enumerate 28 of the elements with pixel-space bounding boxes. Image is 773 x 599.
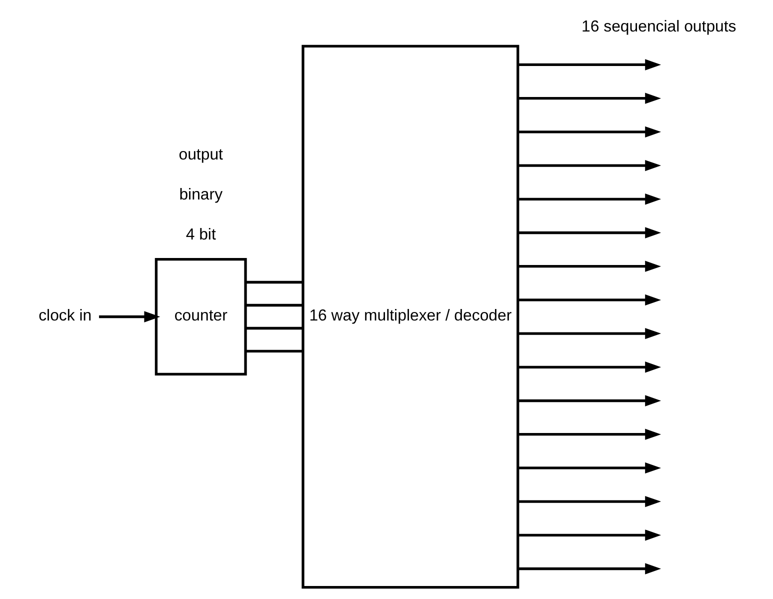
arrow — [517, 59, 661, 70]
arrow — [517, 395, 661, 406]
arrow — [98, 311, 160, 322]
arrow — [517, 428, 661, 440]
arrow — [517, 530, 661, 541]
arrow — [517, 328, 661, 340]
arrow — [517, 126, 661, 138]
arrow — [517, 92, 661, 104]
label: output — [178, 146, 222, 164]
arrow — [517, 294, 661, 306]
arrow — [517, 194, 661, 205]
arrow — [517, 160, 661, 172]
arrow — [517, 362, 661, 373]
connector — [245, 350, 302, 353]
arrow — [517, 563, 661, 574]
arrow — [517, 462, 661, 474]
connector — [245, 326, 302, 330]
connector — [245, 304, 302, 307]
node-text: clock in — [38, 308, 92, 325]
label: 16 sequencial outputs — [581, 18, 736, 36]
node-box: counter — [154, 258, 246, 376]
arrow — [517, 496, 661, 508]
label: binary — [178, 186, 222, 204]
node-box: 16 way multiplexer / decoder — [301, 44, 519, 589]
arrow — [517, 260, 661, 272]
arrow — [517, 227, 661, 238]
label: 4 bit — [185, 226, 216, 244]
connector — [245, 280, 302, 284]
